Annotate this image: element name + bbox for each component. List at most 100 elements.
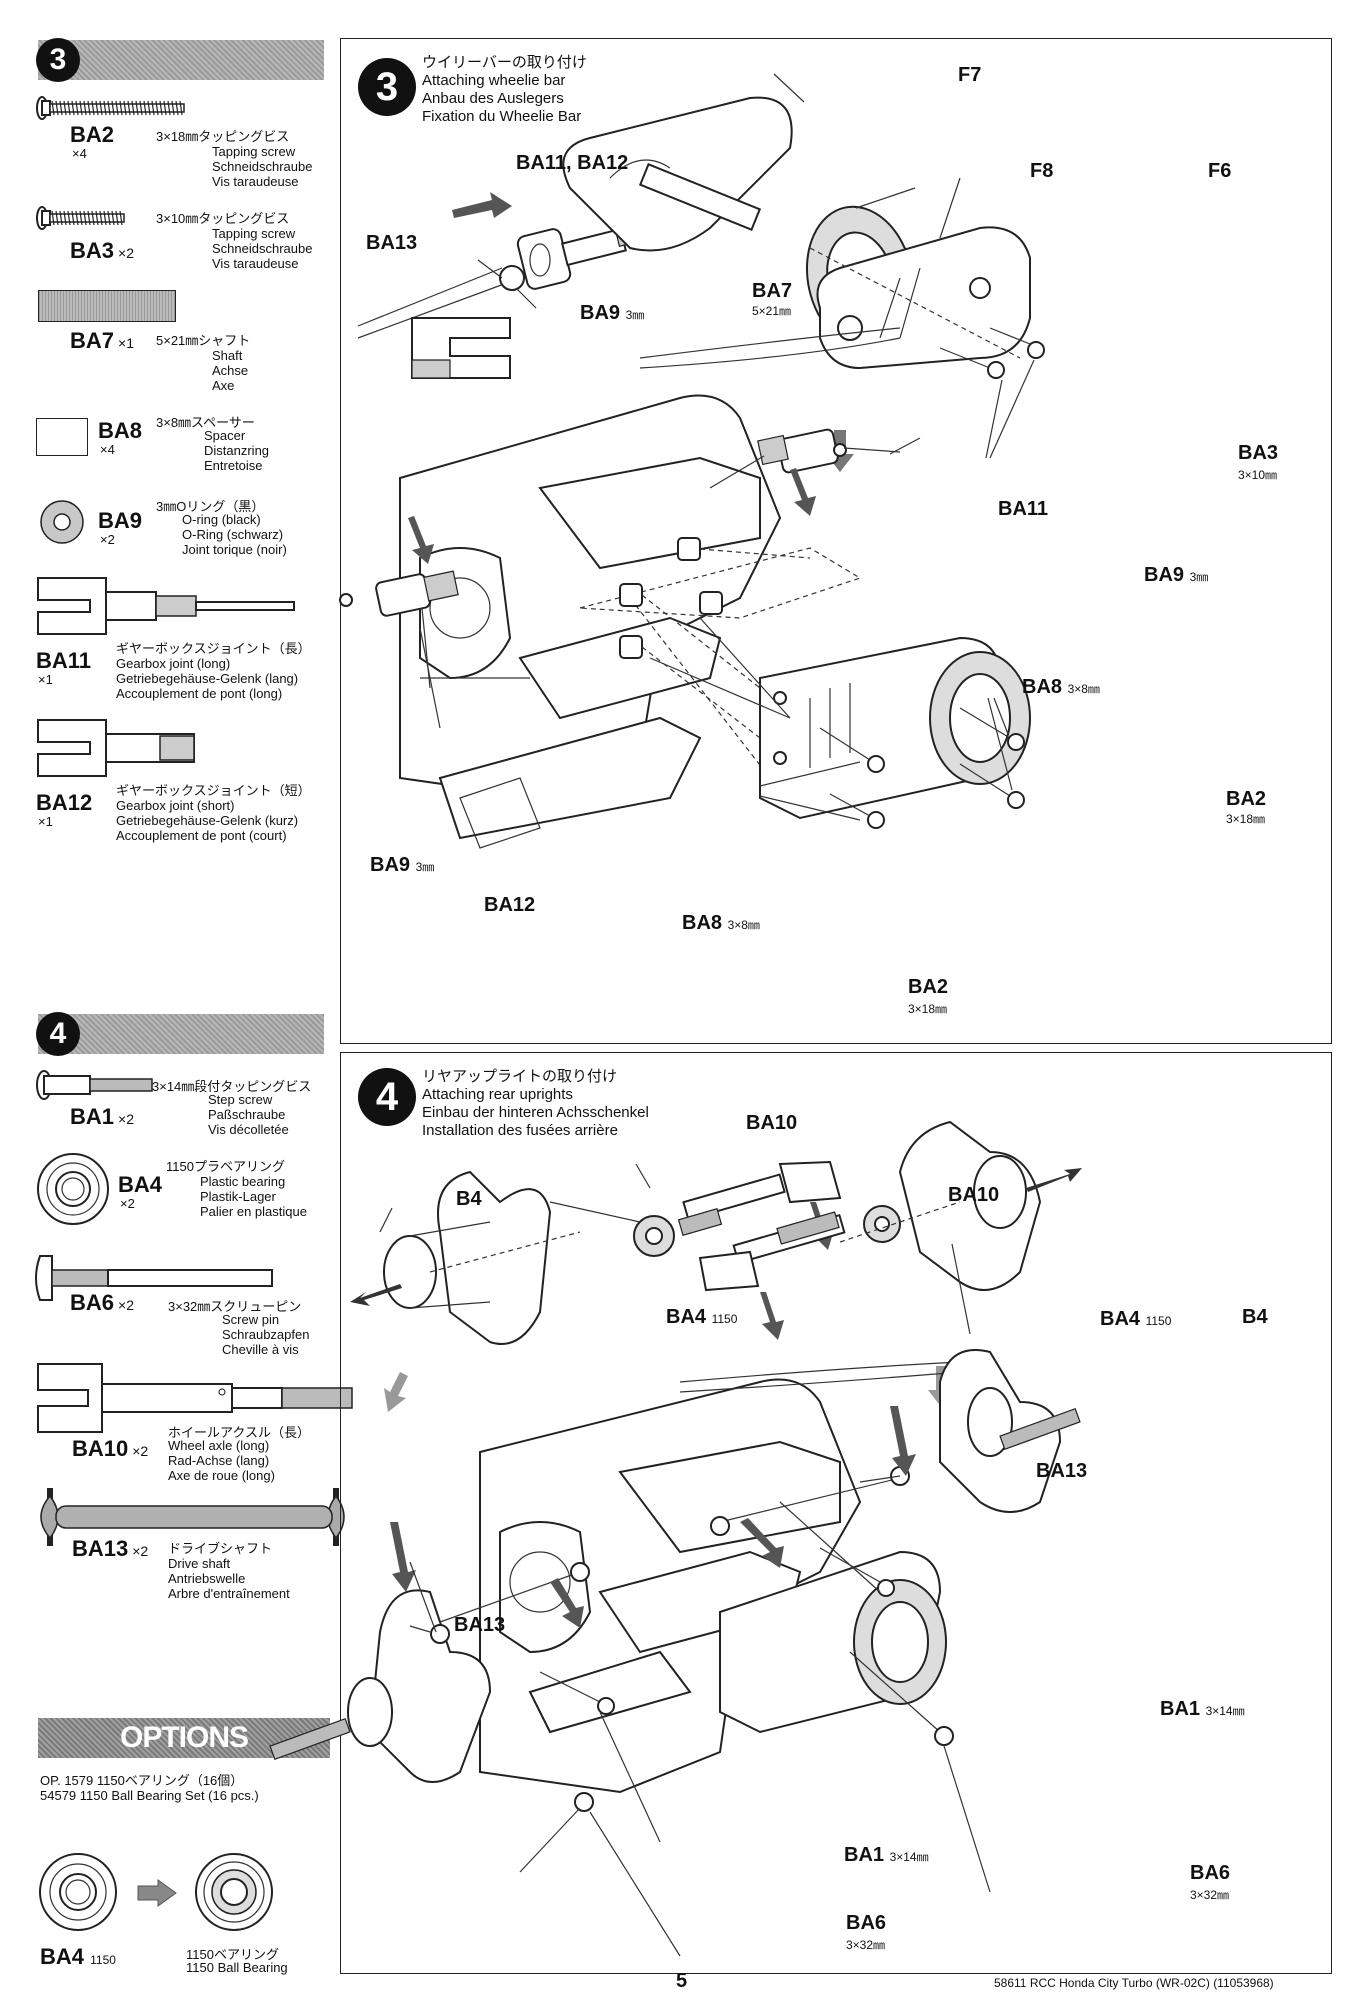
label-ba6-right: BA6	[1190, 1862, 1231, 1884]
ba9-jp: 3㎜Oリング（黒）	[156, 499, 265, 514]
label-f7: F7	[958, 64, 982, 86]
label-ba2-right: BA2	[1226, 788, 1267, 810]
label-ba9-right: BA9 3㎜	[1144, 564, 1209, 586]
label-ba9-left: BA9 3㎜	[370, 854, 435, 876]
options-header: OPTIONS	[38, 1718, 330, 1758]
label-ba13-step3: BA13	[366, 232, 418, 254]
step4-diagram	[269, 1120, 1082, 1957]
ba4-qty: ×2	[120, 1196, 135, 1211]
ba10-part: BA10×2	[72, 1436, 149, 1461]
label-ba7: BA7	[752, 280, 793, 302]
ba7-part: BA7×1	[70, 328, 134, 353]
step4-title: リヤアップライトの取り付け Attaching rear uprights Ei…	[422, 1068, 649, 1139]
ba1-jp: 3×14㎜段付タッピングビス	[152, 1079, 312, 1094]
wheel-axle-icon	[37, 1363, 353, 1433]
ba4-part: BA4	[118, 1172, 163, 1197]
ba8-jp: 3×8㎜スペーサー	[156, 415, 255, 430]
label-ba1-bottom: BA1 3×14㎜	[844, 1844, 929, 1866]
ba10-trans: Wheel axle (long)Rad-Achse (lang)Axe de …	[168, 1438, 275, 1483]
label-ba11-ba12: BA11, BA12	[516, 152, 629, 174]
ball-bearing-icon	[195, 1853, 273, 1931]
step4-parts-header	[38, 1014, 324, 1054]
label-f8: F8	[1030, 160, 1054, 182]
ba9-trans: O-ring (black)O-Ring (schwarz)Joint tori…	[182, 512, 287, 557]
step4-number: 4	[358, 1068, 416, 1126]
ba12-trans: Gearbox joint (short)Getriebegehäuse-Gel…	[116, 798, 299, 843]
step-screw-icon	[36, 1070, 153, 1100]
ba12-qty: ×1	[38, 814, 53, 829]
label-ba8-bottom: BA8 3×8㎜	[682, 912, 760, 934]
step3-parts-header	[38, 40, 324, 80]
ba3-part: BA3×2	[70, 238, 134, 263]
label-ba6-right-size: 3×32㎜	[1190, 1888, 1230, 1902]
shaft-icon	[38, 290, 176, 322]
label-ba12: BA12	[484, 894, 536, 916]
ba1-part: BA1×2	[70, 1104, 134, 1129]
ba13-jp: ドライブシャフト	[168, 1541, 273, 1556]
ba8-qty: ×4	[100, 442, 115, 457]
label-ba6-bottom: BA6	[846, 1912, 887, 1934]
ba8-part: BA8	[98, 418, 143, 443]
label-ba11: BA11	[998, 498, 1049, 520]
label-ba3: BA3	[1238, 442, 1279, 464]
label-ba2-bottom: BA2	[908, 976, 949, 998]
label-ba4-right: BA4 1150	[1100, 1308, 1172, 1330]
step4-parts-number: 4	[36, 1012, 80, 1056]
options-from-code: BA4 1150	[40, 1944, 116, 1969]
gearbox-joint-long-icon	[37, 577, 295, 635]
gearbox-joint-short-icon	[37, 719, 195, 777]
step3-number: 3	[358, 58, 416, 116]
options-to-jp: 1150ベアリング	[186, 1947, 279, 1962]
label-ba13-left: BA13	[454, 1614, 506, 1636]
label-ba2-right-size: 3×18㎜	[1226, 812, 1266, 826]
ba11-jp: ギヤーボックスジョイント（長）	[116, 641, 311, 656]
ba11-qty: ×1	[38, 672, 53, 687]
o-ring-icon	[40, 500, 84, 544]
ba6-part: BA6×2	[70, 1290, 134, 1315]
ba7-jp: 5×21㎜シャフト	[156, 333, 251, 348]
options-to-en: 1150 Ball Bearing	[186, 1960, 288, 1975]
ba2-jp: 3×18㎜タッピングビス	[156, 129, 290, 144]
label-b4-right: B4	[1242, 1306, 1268, 1328]
ba13-part: BA13×2	[72, 1536, 149, 1561]
ba12-jp: ギヤーボックスジョイント（短）	[116, 783, 311, 798]
ba11-trans: Gearbox joint (long)Getriebegehäuse-Gele…	[116, 656, 299, 701]
label-ba8-right: BA8 3×8㎜	[1022, 676, 1100, 698]
ba9-qty: ×2	[100, 532, 115, 547]
label-ba4-left: BA4 1150	[666, 1306, 738, 1328]
step3-panel	[340, 38, 1332, 1044]
ba3-jp: 3×10㎜タッピングビス	[156, 211, 290, 226]
label-ba13-right: BA13	[1036, 1460, 1088, 1482]
step3-title: ウイリーバーの取り付け Attaching wheelie bar Anbau …	[422, 54, 587, 125]
label-b4-left: B4	[456, 1188, 482, 1210]
ba2-part: BA2	[70, 122, 115, 147]
ba4-jp: 1150プラベアリング	[166, 1159, 285, 1174]
step3-diagram	[339, 73, 1045, 849]
screw-icon	[36, 206, 125, 230]
options-line1: OP. 1579 1150ベアリング（16個）	[40, 1773, 244, 1788]
label-ba3-size: 3×10㎜	[1238, 468, 1278, 482]
step4-panel	[340, 1052, 1332, 1974]
bearing-from-icon	[39, 1853, 117, 1931]
model-info: 58611 RCC Honda City Turbo (WR-02C) (110…	[994, 1976, 1274, 1990]
arrow-right-icon	[137, 1879, 177, 1907]
label-ba10-top: BA10	[746, 1112, 798, 1134]
step3-parts-number: 3	[36, 38, 80, 82]
label-ba2-bottom-size: 3×18㎜	[908, 1002, 948, 1016]
spacer-icon	[36, 418, 88, 456]
page-number: 5	[676, 1970, 688, 1992]
screw-icon	[36, 96, 185, 120]
label-ba7-size: 5×21㎜	[752, 304, 792, 318]
label-ba10-right: BA10	[948, 1184, 1000, 1206]
ba6-jp: 3×32㎜スクリューピン	[168, 1299, 302, 1314]
ba9-part: BA9	[98, 508, 143, 533]
label-ba9-top: BA9 3㎜	[580, 302, 645, 324]
